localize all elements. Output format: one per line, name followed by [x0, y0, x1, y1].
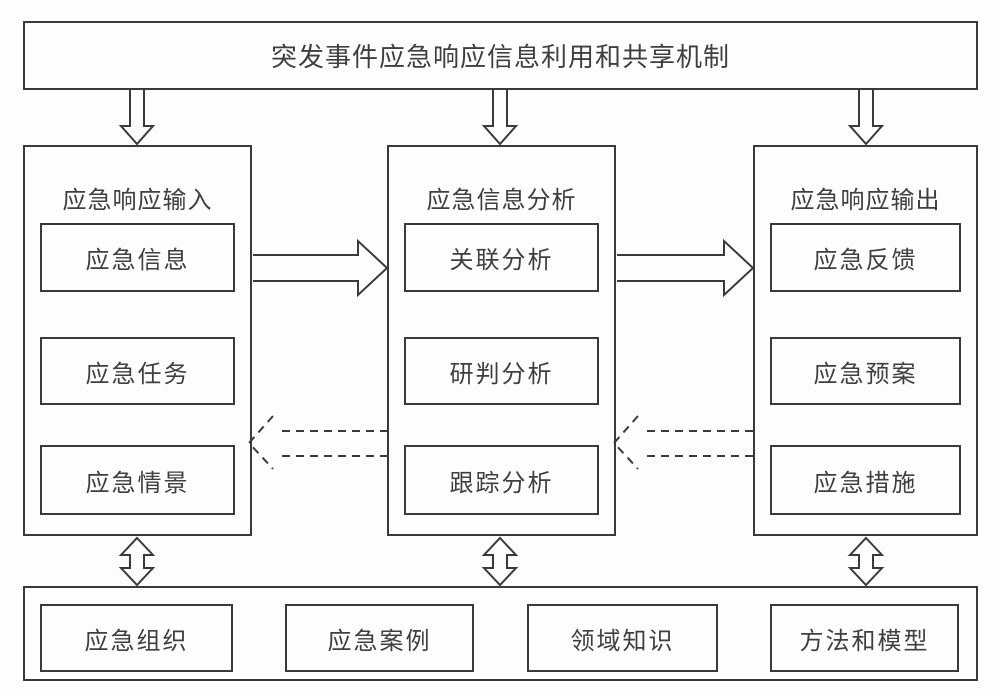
item-box-emergency-scenario: 应急情景 — [40, 445, 235, 515]
item-box-emergency-feedback: 应急反馈 — [770, 223, 961, 292]
item-label: 领域知识 — [570, 628, 675, 655]
item-label: 应急组织 — [84, 628, 189, 655]
arrow-bidirectional-analysis-resources-icon — [481, 536, 519, 587]
item-box-emergency-cases: 应急案例 — [285, 604, 474, 672]
item-label: 应急预案 — [813, 361, 918, 388]
item-box-emergency-info: 应急信息 — [40, 223, 235, 292]
item-label: 应急信息 — [85, 248, 190, 274]
column-analysis-box: 应急信息分析 关联分析 研判分析 跟踪分析 — [387, 145, 616, 536]
item-label: 跟踪分析 — [449, 470, 554, 497]
column-output-title: 应急响应输出 — [790, 188, 941, 214]
item-label: 应急任务 — [85, 361, 190, 388]
item-box-correlation-analysis: 关联分析 — [404, 223, 599, 292]
arrow-dashed-analysis-to-input-icon — [247, 415, 388, 470]
arrow-down-top-to-input-icon — [118, 90, 156, 146]
item-box-emergency-measures: 应急措施 — [770, 445, 961, 515]
arrow-bidirectional-output-resources-icon — [847, 536, 885, 587]
item-label: 应急情景 — [85, 470, 190, 497]
column-output-box: 应急响应输出 应急反馈 应急预案 应急措施 — [753, 145, 978, 536]
column-input-box: 应急响应输入 应急信息 应急任务 应急情景 — [23, 145, 252, 536]
item-box-methods-models: 方法和模型 — [770, 604, 959, 672]
arrow-down-top-to-analysis-icon — [481, 90, 519, 146]
item-box-judgment-analysis: 研判分析 — [404, 337, 599, 405]
item-label: 应急措施 — [813, 470, 918, 497]
item-label: 方法和模型 — [799, 628, 930, 655]
column-analysis-title: 应急信息分析 — [426, 188, 577, 214]
arrow-right-analysis-to-output-icon — [617, 238, 755, 298]
item-label: 应急案例 — [327, 628, 432, 655]
column-input-title: 应急响应输入 — [62, 188, 213, 214]
item-label: 研判分析 — [449, 361, 554, 388]
arrow-right-input-to-analysis-icon — [253, 238, 389, 298]
item-box-emergency-organization: 应急组织 — [40, 604, 233, 672]
arrow-dashed-output-to-analysis-icon — [612, 415, 753, 470]
header-title: 突发事件应急响应信息利用和共享机制 — [270, 43, 730, 72]
arrow-down-top-to-output-icon — [847, 90, 885, 146]
resources-box: 应急组织 应急案例 领域知识 方法和模型 — [23, 586, 978, 681]
item-box-domain-knowledge: 领域知识 — [527, 604, 718, 672]
item-box-emergency-task: 应急任务 — [40, 337, 235, 405]
header-box: 突发事件应急响应信息利用和共享机制 — [23, 21, 978, 90]
item-box-emergency-plan: 应急预案 — [770, 337, 961, 405]
item-label: 应急反馈 — [813, 248, 918, 274]
item-box-tracking-analysis: 跟踪分析 — [404, 445, 599, 515]
arrow-bidirectional-input-resources-icon — [118, 536, 156, 587]
item-label: 关联分析 — [449, 248, 554, 274]
